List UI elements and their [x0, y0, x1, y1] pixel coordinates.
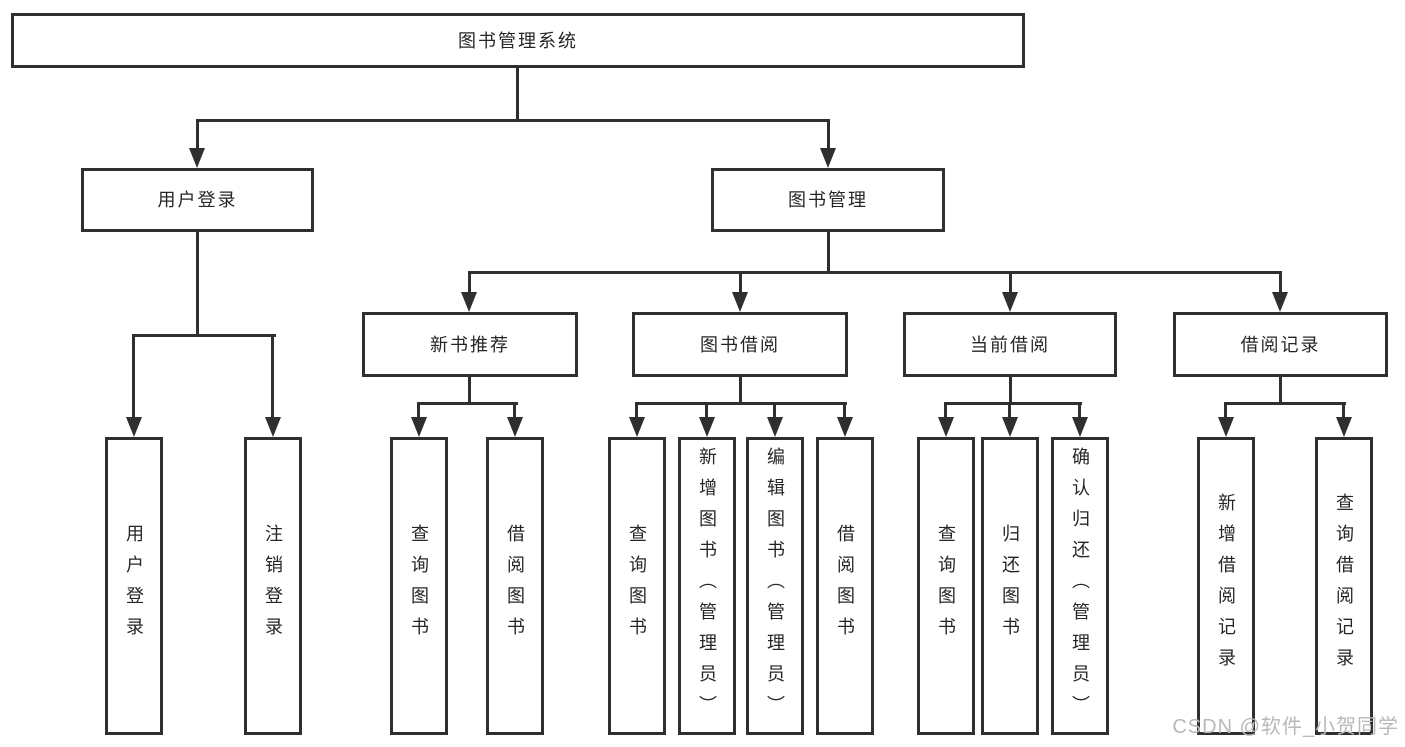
- node-book-borrow-label: 图书借阅: [700, 334, 780, 355]
- connector-stem: [132, 334, 135, 419]
- connector-stem: [1009, 271, 1012, 296]
- node-borrow-records-label: 借阅记录: [1240, 334, 1321, 355]
- arrow-down-icon: [629, 417, 645, 437]
- leaf-add-book-admin-label: 新增图书（管理员）: [697, 446, 717, 726]
- leaf-edit-book-admin-label: 编辑图书（管理员）: [765, 446, 785, 726]
- leaf-borrow-book: 借阅图书: [816, 437, 874, 735]
- node-user-login-label: 用户登录: [157, 190, 238, 210]
- leaf-return-book-label: 归还图书: [1000, 524, 1020, 648]
- connector-stem: [1078, 402, 1081, 419]
- leaf-edit-book-admin: 编辑图书（管理员）: [746, 437, 804, 735]
- connector-stem: [773, 402, 776, 419]
- connector-stem: [1008, 402, 1011, 419]
- leaf-confirm-return-admin: 确认归还（管理员）: [1051, 437, 1109, 735]
- connector-stem: [1224, 402, 1227, 419]
- node-user-login: 用户登录: [81, 168, 314, 232]
- arrow-down-icon: [1272, 292, 1288, 312]
- node-new-book-recommend-label: 新书推荐: [430, 334, 510, 355]
- arrow-down-icon: [1218, 417, 1234, 437]
- leaf-query-book-borrow: 查询图书: [608, 437, 666, 735]
- connector-hbar: [1224, 402, 1346, 405]
- connector-hbar: [132, 334, 276, 337]
- connector-hbar: [468, 271, 1282, 274]
- connector-stem: [417, 402, 420, 419]
- arrow-down-icon: [189, 148, 205, 168]
- leaf-add-borrow-record-label: 新增借阅记录: [1216, 493, 1236, 679]
- arrow-down-icon: [1336, 417, 1352, 437]
- connector-stem: [705, 402, 708, 419]
- leaf-query-book-current: 查询图书: [917, 437, 975, 735]
- arrow-down-icon: [732, 292, 748, 312]
- arrow-down-icon: [507, 417, 523, 437]
- leaf-borrow-book-label: 借阅图书: [835, 524, 855, 648]
- arrow-down-icon: [126, 417, 142, 437]
- arrow-down-icon: [1072, 417, 1088, 437]
- connector-hbar: [417, 402, 518, 405]
- leaf-query-borrow-record: 查询借阅记录: [1315, 437, 1373, 735]
- connector-stem: [827, 119, 830, 150]
- node-new-book-recommend: 新书推荐: [362, 312, 578, 377]
- arrow-down-icon: [699, 417, 715, 437]
- node-book-management-label: 图书管理: [788, 190, 868, 210]
- node-current-borrow-label: 当前借阅: [970, 334, 1050, 355]
- leaf-borrow-book-recommend: 借阅图书: [486, 437, 544, 735]
- leaf-add-borrow-record: 新增借阅记录: [1197, 437, 1255, 735]
- connector-stem: [271, 334, 274, 419]
- leaf-query-book-current-label: 查询图书: [936, 524, 956, 648]
- node-book-management: 图书管理: [711, 168, 945, 232]
- arrow-down-icon: [461, 292, 477, 312]
- node-current-borrow: 当前借阅: [903, 312, 1117, 377]
- arrow-down-icon: [265, 417, 281, 437]
- csdn-watermark: CSDN @软件_小贺同学: [1172, 716, 1399, 738]
- connector-hbar: [944, 402, 1082, 405]
- connector-vline: [196, 232, 199, 337]
- connector-vline: [468, 377, 471, 405]
- connector-stem: [1279, 271, 1282, 296]
- connector-stem: [1342, 402, 1345, 419]
- arrow-down-icon: [767, 417, 783, 437]
- leaf-query-borrow-record-label: 查询借阅记录: [1334, 493, 1354, 679]
- connector-hbar: [635, 402, 847, 405]
- leaf-user-login: 用户登录: [105, 437, 163, 735]
- leaf-logout-login-label: 注销登录: [263, 524, 283, 648]
- arrow-down-icon: [837, 417, 853, 437]
- arrow-down-icon: [1002, 417, 1018, 437]
- arrow-down-icon: [411, 417, 427, 437]
- leaf-confirm-return-admin-label: 确认归还（管理员）: [1070, 446, 1090, 726]
- leaf-query-book-recommend: 查询图书: [390, 437, 448, 735]
- connector-stem: [635, 402, 638, 419]
- leaf-borrow-book-recommend-label: 借阅图书: [505, 524, 525, 648]
- connector-vline: [1009, 377, 1012, 405]
- node-borrow-records: 借阅记录: [1173, 312, 1388, 377]
- arrow-down-icon: [820, 148, 836, 168]
- connector-stem: [468, 271, 471, 296]
- leaf-return-book: 归还图书: [981, 437, 1039, 735]
- connector-stem: [843, 402, 846, 419]
- connector-stem: [196, 119, 199, 150]
- leaf-query-book-recommend-label: 查询图书: [409, 524, 429, 648]
- arrow-down-icon: [938, 417, 954, 437]
- connector-vline: [1279, 377, 1282, 405]
- leaf-query-book-borrow-label: 查询图书: [627, 524, 647, 648]
- leaf-user-login-label: 用户登录: [124, 524, 144, 648]
- node-root: 图书管理系统: [11, 13, 1025, 68]
- leaf-add-book-admin: 新增图书（管理员）: [678, 437, 736, 735]
- connector-vline: [827, 232, 830, 274]
- connector-stem: [944, 402, 947, 419]
- connector-vline: [516, 68, 519, 121]
- node-book-borrow: 图书借阅: [632, 312, 848, 377]
- arrow-down-icon: [1002, 292, 1018, 312]
- connector-stem: [739, 271, 742, 296]
- connector-vline: [739, 377, 742, 405]
- leaf-logout-login: 注销登录: [244, 437, 302, 735]
- connector-stem: [513, 402, 516, 419]
- node-root-label: 图书管理系统: [458, 30, 578, 51]
- connector-hbar: [196, 119, 830, 122]
